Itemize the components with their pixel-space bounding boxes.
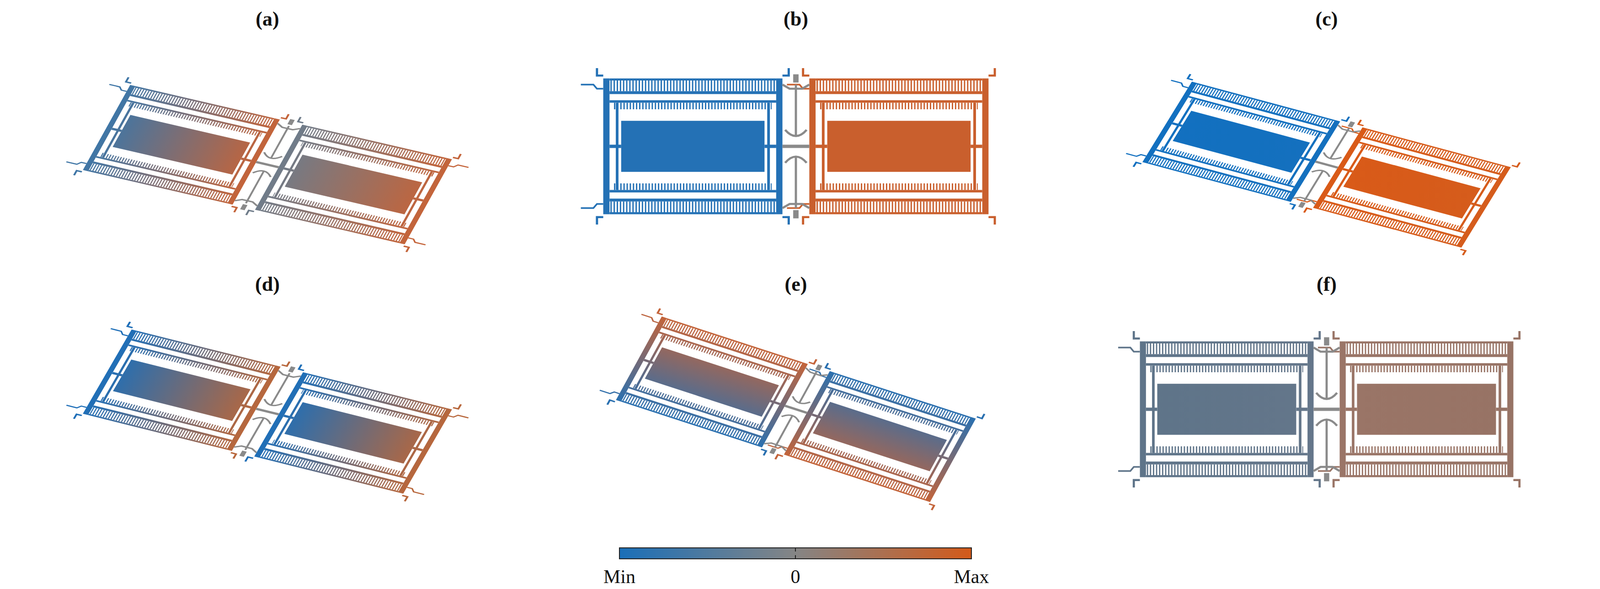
colorbar-tick: Max	[954, 566, 990, 587]
colorbar	[619, 547, 972, 559]
mode-shape-d	[60, 318, 475, 505]
panel-label: (c)	[1315, 9, 1339, 30]
panel-label: (a)	[255, 9, 279, 30]
mode-shape-e	[594, 304, 985, 510]
panel-label: (d)	[255, 274, 280, 295]
panel-label: (f)	[1316, 274, 1337, 295]
mode-shape-b	[581, 68, 996, 225]
colorbar-tick: 0	[790, 566, 801, 587]
panel-label: (e)	[784, 274, 808, 295]
mode-shape-c	[1120, 70, 1520, 256]
colorbar-tick: Min	[603, 566, 636, 587]
mode-shape-a	[60, 74, 475, 256]
panel-label: (b)	[783, 9, 809, 30]
mode-shape-f	[1118, 330, 1520, 488]
